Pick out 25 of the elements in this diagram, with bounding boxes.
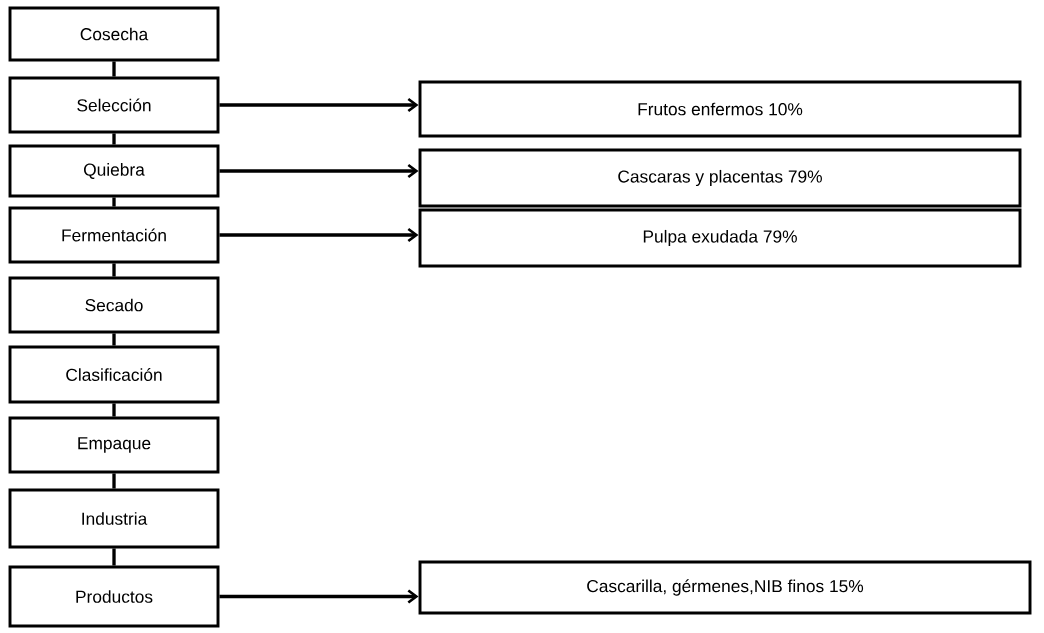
connector-line (112, 473, 116, 489)
arrow (219, 227, 419, 243)
process-box: Secado (8, 276, 220, 334)
process-box: Cosecha (8, 6, 220, 62)
process-box: Cascarilla, gérmenes,NIB finos 15% (418, 560, 1032, 615)
process-box: Pulpa exudada 79% (418, 208, 1022, 268)
arrow (219, 589, 419, 604)
connector-line (112, 263, 116, 277)
connector-line (112, 403, 116, 417)
connector-line (112, 548, 116, 566)
arrow (219, 163, 419, 179)
process-box: Productos (8, 565, 220, 628)
connector-line (112, 133, 116, 145)
process-box: Cascaras y placentas 79% (418, 148, 1022, 208)
process-box: Industria (8, 488, 220, 549)
process-box: Clasificación (8, 345, 220, 404)
process-box: Fermentación (8, 206, 220, 264)
arrow (219, 97, 419, 113)
process-box: Frutos enfermos 10% (418, 80, 1022, 138)
process-box: Quiebra (8, 144, 220, 198)
connector-line (112, 333, 116, 346)
process-box: Selección (8, 76, 220, 134)
connector-line (112, 197, 116, 207)
process-box: Empaque (8, 416, 220, 474)
connector-line (112, 61, 116, 77)
